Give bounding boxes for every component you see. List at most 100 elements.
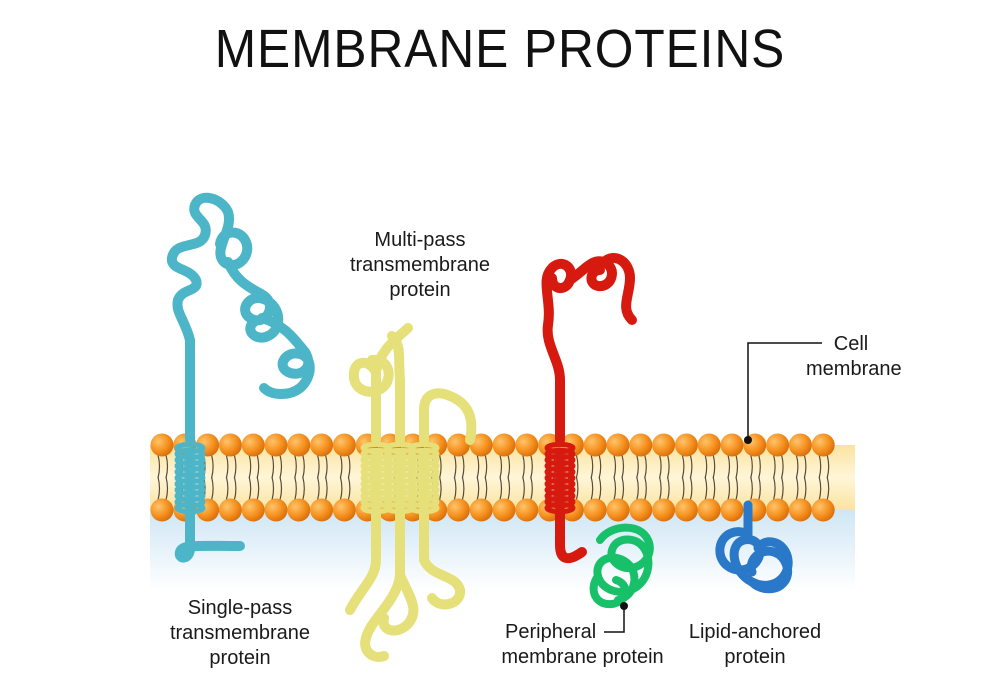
lipid-tail [781, 476, 784, 501]
lipid-tail [325, 476, 328, 501]
lipid-tail [613, 476, 617, 501]
lipid-tail [279, 454, 283, 479]
lipid-head [332, 433, 356, 457]
lipid-head [720, 498, 744, 522]
lipid-tail [773, 476, 776, 501]
lipid-head [697, 433, 721, 457]
lipid-tail [803, 476, 807, 501]
lipid-tail [211, 476, 214, 501]
lipid-tail [302, 476, 305, 501]
lipid-tail [339, 476, 343, 501]
lipid-tail [256, 454, 260, 479]
lipid-tail [681, 476, 685, 501]
lipid-tail [803, 454, 807, 479]
lipid-tail [271, 476, 275, 501]
label-peripheral: Peripheral membrane protein [501, 621, 664, 668]
lipid-tail [522, 454, 525, 479]
lipid-tail [165, 454, 169, 479]
lipid-tail [461, 476, 465, 501]
lipid-tail [499, 476, 503, 501]
lipid-tail [750, 454, 753, 479]
lipid-tail [317, 476, 320, 501]
lipid-tail [325, 454, 328, 479]
lipid-tail [590, 476, 594, 501]
lipid-tail [530, 454, 533, 479]
peripheral-protein [589, 523, 654, 609]
lipid-tail [507, 476, 511, 501]
lipid-head [310, 433, 334, 457]
lipid-head [515, 433, 539, 457]
red-transmembrane-protein [541, 253, 637, 564]
lipid-tail [795, 454, 799, 479]
lipid-head [218, 433, 242, 457]
lipid-head [652, 433, 676, 457]
lipid-heads [150, 433, 835, 522]
page-title: MEMBRANE PROTEINS [214, 19, 786, 79]
lipid-head [606, 498, 630, 522]
lipid-tail [317, 454, 320, 479]
lipid-tail [735, 476, 739, 501]
lipid-tail [636, 476, 639, 501]
lipid-head [652, 498, 676, 522]
lipid-head [629, 498, 653, 522]
lipid-tail [712, 476, 716, 501]
leader-lines [604, 342, 822, 633]
lipid-tail [667, 454, 670, 479]
lipid-tail [727, 454, 731, 479]
lipid-tail [621, 476, 625, 501]
lipid-tail [575, 476, 579, 501]
lipid-head [788, 433, 812, 457]
lipid-tail [439, 476, 442, 501]
lipid-tail [659, 476, 662, 501]
lipid-tail [522, 476, 525, 501]
lipid-head [811, 433, 835, 457]
lipid-tail [781, 454, 784, 479]
multi-pass-protein [345, 323, 477, 662]
lipid-tail [211, 454, 214, 479]
lipid-head [811, 498, 835, 522]
lipid-head [264, 498, 288, 522]
cell-membrane-pointer-dot [744, 436, 752, 444]
lipid-tail [826, 476, 830, 501]
lipid-tail [279, 476, 283, 501]
lipid-tail [621, 454, 625, 479]
lipid-anchored-protein [715, 500, 793, 594]
lipid-head [218, 498, 242, 522]
lipid-tail [636, 454, 639, 479]
lipid-tail [659, 454, 662, 479]
lipid-tail [750, 476, 753, 501]
lipid-tail [644, 476, 647, 501]
lipid-tail [157, 454, 161, 479]
lipid-tail [704, 476, 708, 501]
lipid-tail [735, 454, 739, 479]
lipid-head [310, 498, 334, 522]
lipid-tail [339, 454, 343, 479]
lipid-tail [727, 476, 731, 501]
lipid-tail [704, 454, 708, 479]
peripheral-pointer-dot [620, 602, 628, 610]
lipid-tail [271, 454, 275, 479]
lipid-tail [712, 454, 716, 479]
lipid-head [150, 433, 174, 457]
lipid-tail [575, 454, 579, 479]
lipid-head [469, 433, 493, 457]
lipid-tail [233, 454, 237, 479]
lipid-tail [689, 454, 693, 479]
lipid-tail [476, 454, 480, 479]
lipid-head [766, 498, 790, 522]
lipid-tail [773, 454, 776, 479]
lipid-tail [347, 454, 351, 479]
lipid-tail [248, 454, 252, 479]
lipid-tail [598, 454, 602, 479]
lipid-head [492, 498, 516, 522]
lipid-tail [347, 476, 351, 501]
lipid-tail [157, 476, 161, 501]
lipid-head [446, 498, 470, 522]
helix-turn [174, 501, 206, 515]
lipid-head [492, 433, 516, 457]
lipid-tail [499, 454, 503, 479]
multi-pass-helices [360, 441, 440, 515]
lipid-head [241, 433, 265, 457]
single-pass-helix [174, 441, 206, 515]
